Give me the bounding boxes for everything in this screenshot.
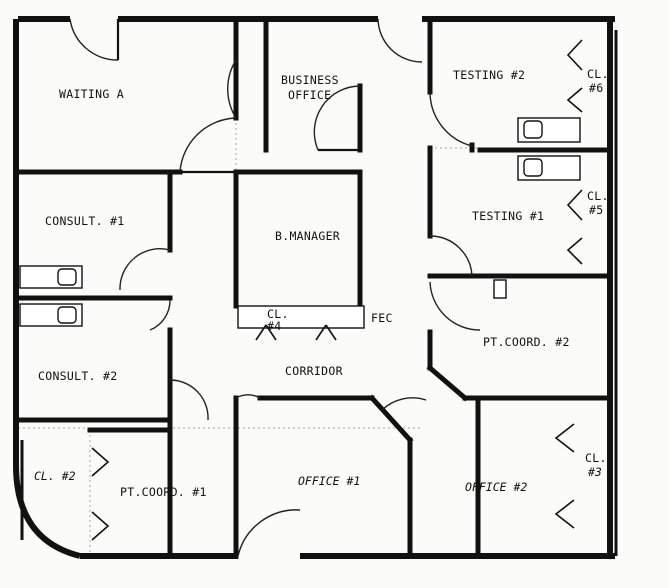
label-corridor: CORRIDOR <box>285 364 343 378</box>
sink-consult-2 <box>19 303 83 327</box>
label-b-manager: B.MANAGER <box>275 229 340 243</box>
label-fec: FEC <box>371 311 393 325</box>
label-office-2: OFFICE #2 <box>465 480 527 494</box>
label-pt-coord-2: PT.COORD. #2 <box>483 335 570 349</box>
room-labels: WAITING A BUSINESS OFFICE TESTING #2 CL.… <box>34 67 609 499</box>
exterior-walls <box>13 16 618 559</box>
label-cl-3-line1: CL. <box>585 451 607 465</box>
label-cl-5-line2: #5 <box>589 203 603 217</box>
label-cl-4-line1: CL. <box>267 307 289 321</box>
closet-3-doors <box>554 423 575 529</box>
label-cl-5-line1: CL. <box>587 189 609 203</box>
label-testing-1: TESTING #1 <box>472 209 544 223</box>
label-consult-2: CONSULT. #2 <box>38 369 117 383</box>
label-testing-2: TESTING #2 <box>453 68 525 82</box>
label-cl-6-line1: CL. <box>587 67 609 81</box>
sink-testing-1 <box>517 155 581 181</box>
fec-cabinet <box>493 279 507 299</box>
label-waiting-a: WAITING A <box>59 87 124 101</box>
label-cl-4-line2: #4 <box>267 319 281 333</box>
label-business-office-line1: BUSINESS <box>281 73 339 87</box>
closet-6-doors <box>566 39 583 113</box>
label-consult-1: CONSULT. #1 <box>45 214 124 228</box>
label-business-office-line2: OFFICE <box>288 88 331 102</box>
doors <box>69 18 481 557</box>
label-cl-2: CL. #2 <box>34 469 76 483</box>
closet-5-doors <box>566 189 583 265</box>
closet-2-doors <box>91 447 110 541</box>
label-pt-coord-1: PT.COORD. #1 <box>120 485 207 499</box>
interior-walls <box>15 19 613 559</box>
label-cl-3-line2: #3 <box>587 465 602 479</box>
label-office-1: OFFICE #1 <box>298 474 360 488</box>
sink-consult-1 <box>19 265 83 289</box>
sink-testing-2 <box>517 117 581 143</box>
closet-4-cabinet <box>237 305 365 341</box>
label-cl-6-line2: #6 <box>589 81 603 95</box>
